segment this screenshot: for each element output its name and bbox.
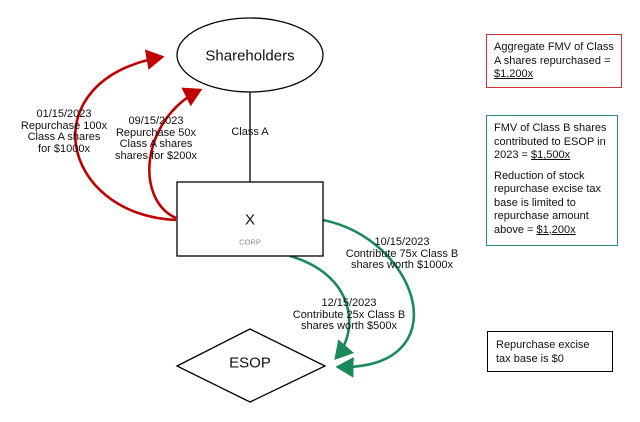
note-value: $1,200x bbox=[494, 68, 534, 80]
contribute-2-label: 12/15/2023 Contribute 25x Class B shares… bbox=[292, 297, 406, 333]
contribute-1-label: 10/15/2023 Contribute 75x Class B shares… bbox=[345, 236, 459, 272]
corp-name: X bbox=[244, 211, 256, 229]
note-text: Aggregate FMV of Class A shares repurcha… bbox=[494, 41, 614, 67]
line: Class A shares bbox=[27, 131, 101, 143]
shareholders-node bbox=[176, 17, 324, 93]
line: shares for $200x bbox=[115, 149, 197, 162]
esop-node bbox=[175, 328, 327, 403]
date: 10/15/2023 bbox=[374, 236, 430, 248]
line: for $1000x bbox=[38, 142, 90, 155]
contribute-arrow-2 bbox=[289, 254, 355, 360]
date: 12/15/2023 bbox=[321, 297, 377, 309]
line: shares worth $500x bbox=[301, 320, 397, 332]
corp-type: CORP bbox=[239, 237, 261, 247]
esop-label: ESOP bbox=[229, 354, 271, 372]
class-b-note: FMV of Class B shares contributed to ESO… bbox=[486, 115, 618, 246]
result-note: Repurchase excise tax base is $0 bbox=[487, 331, 613, 372]
corp-node bbox=[176, 181, 324, 257]
line: Repurchase 50x bbox=[115, 126, 197, 139]
shareholders-label: Shareholders bbox=[205, 47, 295, 65]
repurchase-1-label: 01/15/2023 Repurchase 100x Class A share… bbox=[20, 108, 108, 155]
note-text: FMV of Class B shares contributed to ESO… bbox=[494, 122, 607, 161]
note-value: $1,200x bbox=[536, 223, 576, 236]
date: 09/15/2023 bbox=[128, 115, 184, 127]
repurchase-arrow-1 bbox=[73, 49, 177, 222]
line: Contribute 75x Class B bbox=[345, 247, 459, 260]
line: Contribute 25x Class B bbox=[292, 308, 406, 321]
note-value: $1,500x bbox=[531, 149, 571, 161]
aggregate-fmv-note: Aggregate FMV of Class A shares repurcha… bbox=[486, 34, 622, 88]
note-text: Reduction of stock repurchase excise tax… bbox=[494, 169, 601, 236]
line: Repurchase 100x bbox=[20, 119, 108, 132]
line: shares worth $1000x bbox=[350, 259, 454, 271]
contribute-arrow-1 bbox=[322, 218, 416, 378]
repurchase-arrow-2 bbox=[148, 87, 203, 220]
class-a-label: Class A bbox=[231, 126, 269, 138]
repurchase-2-label: 09/15/2023 Repurchase 50x Class A shares… bbox=[115, 115, 197, 162]
line: Class A shares bbox=[119, 138, 193, 150]
date: 01/15/2023 bbox=[36, 108, 92, 120]
